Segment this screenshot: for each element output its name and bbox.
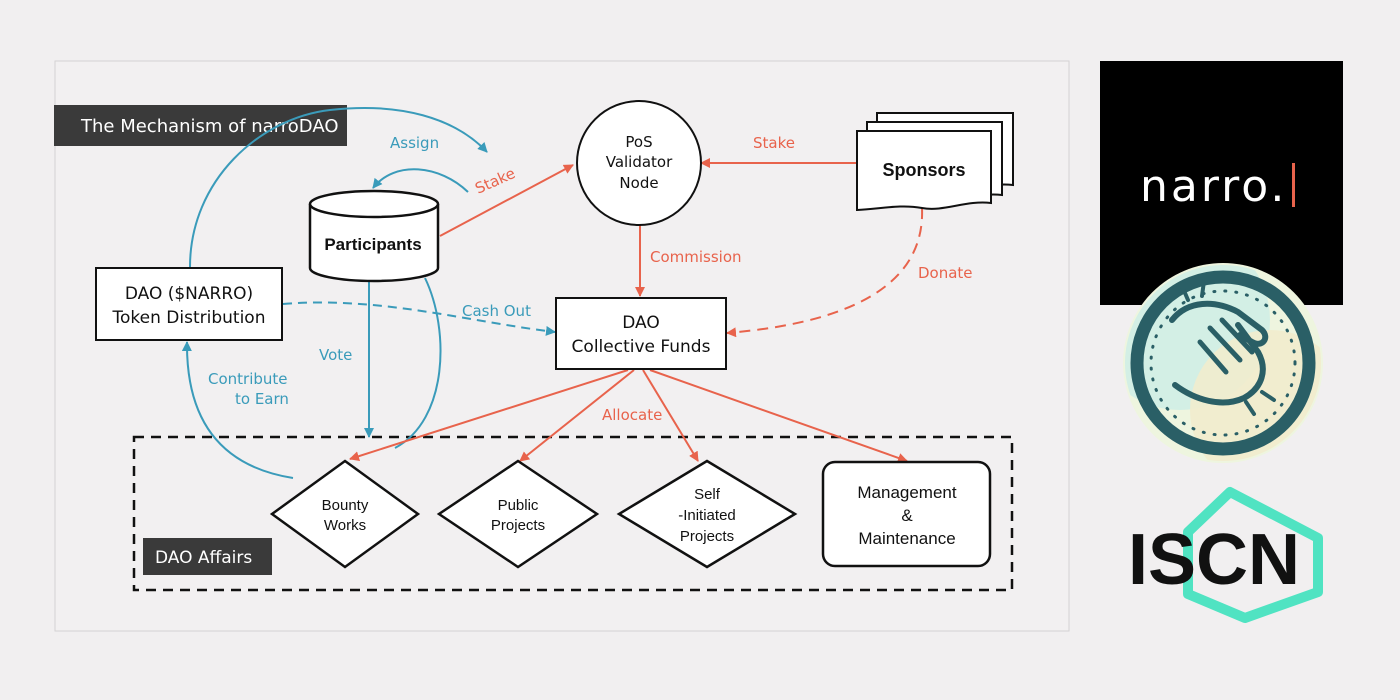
- public-projects-node: Public Projects: [436, 459, 600, 569]
- assign-label: Assign: [390, 134, 439, 152]
- pos-line-3: Node: [619, 174, 658, 192]
- cash-out-edge: [282, 301, 556, 336]
- title-banner: The Mechanism of narroDAO: [54, 105, 347, 146]
- token-distribution-line-2: Token Distribution: [112, 308, 266, 328]
- bounty-line-2: Works: [324, 517, 366, 534]
- dao-affairs-badge: DAO Affairs: [143, 538, 272, 575]
- pos-validator-node: PoS Validator Node: [576, 100, 702, 226]
- pos-line-1: PoS: [625, 133, 652, 151]
- allocate-public-edge: [519, 369, 635, 462]
- collective-funds-node: DAO Collective Funds: [555, 297, 727, 370]
- participants-node: Participants: [308, 189, 440, 283]
- self-line-1: Self: [694, 486, 721, 503]
- participants-stake-edge: [439, 164, 574, 237]
- participants-bounty-edge: [394, 277, 442, 449]
- collective-funds-line-1: DAO: [622, 313, 660, 333]
- management-node: Management & Maintenance: [821, 460, 992, 568]
- participants-label: Participants: [324, 235, 421, 254]
- contribute-label-line1: Contribute: [208, 370, 288, 388]
- donate-label: Donate: [918, 264, 973, 282]
- red-edges: [349, 158, 924, 463]
- management-line-2: &: [901, 506, 913, 525]
- stake-loop-edge: [372, 168, 469, 193]
- narro-cursor: [1292, 163, 1295, 207]
- management-line-1: Management: [857, 483, 957, 502]
- commission-label: Commission: [650, 248, 742, 266]
- cash-out-label: Cash Out: [462, 302, 531, 320]
- management-line-3: Maintenance: [858, 529, 955, 548]
- diagram-title: The Mechanism of narroDAO: [80, 116, 339, 137]
- sponsors-label: Sponsors: [882, 160, 965, 180]
- collective-funds-line-2: Collective Funds: [572, 337, 711, 357]
- vote-label: Vote: [319, 346, 352, 364]
- allocate-management-edge: [649, 369, 908, 463]
- self-initiated-node: Self -Initiated Projects: [616, 459, 798, 569]
- bounty-line-1: Bounty: [322, 497, 369, 514]
- dao-affairs-label: DAO Affairs: [155, 548, 252, 568]
- token-distribution-node: DAO ($NARRO) Token Distribution: [95, 267, 283, 341]
- allocate-label: Allocate: [602, 406, 662, 424]
- self-line-2: -Initiated: [678, 507, 736, 524]
- public-line-2: Projects: [491, 517, 545, 534]
- allocate-self-edge: [642, 369, 699, 462]
- assign-edge: [189, 107, 488, 268]
- sponsors-node: Sponsors: [856, 112, 1014, 212]
- contribute-edge: [181, 341, 294, 479]
- pos-line-2: Validator: [606, 153, 673, 171]
- blue-edges: [181, 107, 556, 479]
- stake-sponsors-label: Stake: [753, 134, 795, 152]
- dao-affairs-region: [132, 435, 1014, 592]
- bounty-works-node: Bounty Works: [269, 459, 421, 569]
- donate-edge: [726, 207, 924, 338]
- narro-logo-text: narro.: [1140, 161, 1287, 212]
- public-line-1: Public: [498, 497, 539, 514]
- allocate-bounty-edge: [349, 369, 629, 462]
- iscn-logo: ISCN: [1128, 487, 1323, 623]
- token-distribution-line-1: DAO ($NARRO): [125, 284, 253, 304]
- contribute-label-line2: to Earn: [235, 390, 289, 408]
- self-line-3: Projects: [680, 528, 734, 545]
- iscn-logo-text: ISCN: [1128, 520, 1300, 600]
